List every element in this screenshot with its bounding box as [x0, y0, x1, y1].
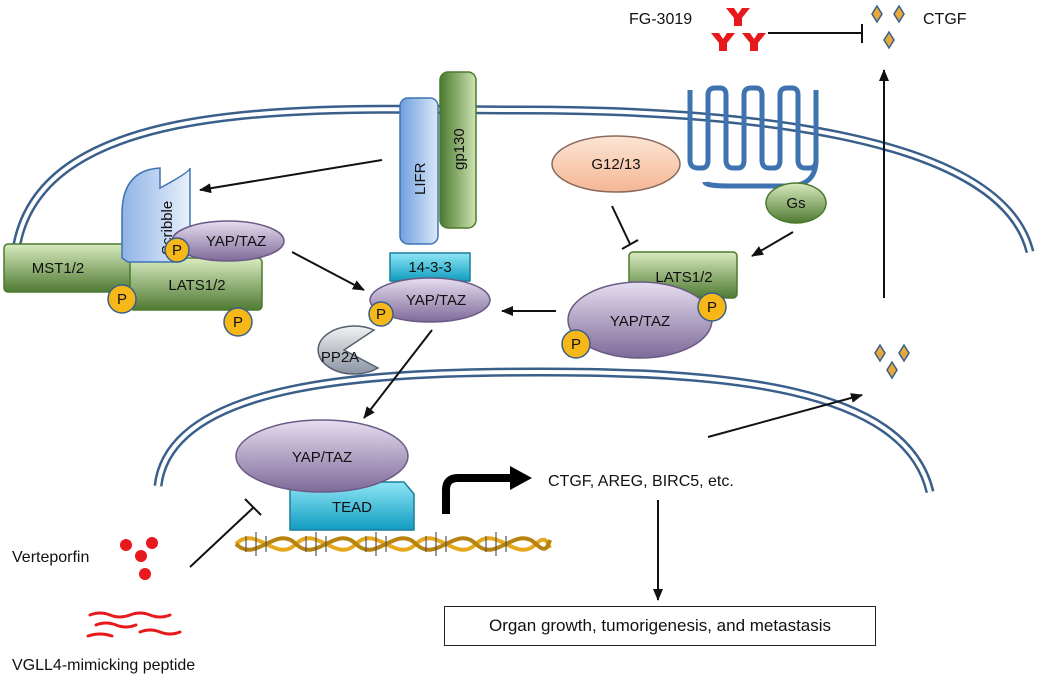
- nuclear-entry-arrow: [363, 329, 433, 419]
- fg3019-antibody-icon: [711, 8, 766, 51]
- gp130-label: gp130: [451, 128, 468, 170]
- g1213-inhibition: [611, 205, 639, 250]
- svg-text:P: P: [707, 299, 717, 316]
- yaptaz-nuclear-node: [235, 419, 409, 493]
- svg-text:P: P: [233, 314, 243, 331]
- phospho-icon: P: [107, 284, 137, 314]
- gene-to-ctgf-arrow: [707, 393, 863, 438]
- right-complex: LATS1/2 YAP/TAZ P P: [561, 251, 738, 359]
- protein1433-label: 14-3-3: [408, 259, 451, 276]
- verteporfin-label: Verteporfin: [12, 549, 89, 566]
- gs-node: [765, 182, 827, 224]
- transcription-arrow: [442, 474, 512, 514]
- yaptaz-right-label: YAP/TAZ: [610, 313, 670, 330]
- tead-label: TEAD: [332, 499, 372, 516]
- svg-text:P: P: [172, 242, 182, 259]
- phospho-icon: P: [561, 329, 591, 359]
- left-to-center-arrow: [291, 251, 365, 291]
- protein1433-node: [389, 252, 471, 282]
- yaptaz-center-node: [369, 277, 491, 323]
- phospho-icon: P: [164, 237, 190, 263]
- nuclear-membrane: [153, 367, 935, 494]
- dna-helix-icon: [234, 532, 552, 556]
- phospho-icon: P: [223, 307, 253, 337]
- gs-to-lats-arrow: [751, 231, 794, 257]
- verteporfin-inhibition: [189, 498, 262, 568]
- ctgf-diamond-icon: [871, 4, 905, 50]
- gp130-receptor: gp130: [439, 71, 477, 229]
- pp2a-label: PP2A: [321, 349, 359, 366]
- cell-membrane: [11, 104, 1035, 254]
- svg-text:P: P: [376, 306, 386, 323]
- lats-right-label: LATS1/2: [655, 269, 712, 286]
- mst12-label: MST1/2: [32, 260, 85, 277]
- pp2a-node: [317, 325, 380, 375]
- gs-label: Gs: [786, 195, 805, 212]
- left-complex: MST1/2 LATS1/2 Scribble YAP/TAZ P P P: [3, 167, 285, 337]
- svg-text:P: P: [571, 336, 581, 353]
- lats-left-label: LATS1/2: [168, 277, 225, 294]
- ctgf-cytoplasm-icon: [874, 343, 910, 380]
- outcome-label: Organ growth, tumorigenesis, and metasta…: [488, 616, 832, 635]
- lifr-to-scribble-arrow: [199, 159, 383, 194]
- center-complex: 14-3-3 YAP/TAZ P PP2A: [317, 252, 491, 375]
- vgll4-peptide-icon: [86, 611, 182, 638]
- yaptaz-nuclear-label: YAP/TAZ: [292, 449, 352, 466]
- target-genes-label: CTGF, AREG, BIRC5, etc.: [548, 473, 734, 490]
- ctgf-secreted-label: CTGF: [923, 11, 967, 28]
- svg-text:P: P: [117, 291, 127, 308]
- g1213-label: G12/13: [591, 156, 640, 173]
- yaptaz-left-label: YAP/TAZ: [206, 233, 266, 250]
- gpcr-receptor-icon: [687, 85, 819, 189]
- lifr-label: LIFR: [412, 162, 429, 195]
- yaptaz-center-label: YAP/TAZ: [406, 292, 466, 309]
- fg3019-inhibition: [768, 24, 863, 43]
- fg3019-label: FG-3019: [629, 11, 692, 28]
- phospho-icon: P: [697, 292, 727, 322]
- phospho-icon: P: [368, 301, 394, 327]
- lifr-receptor: LIFR: [399, 97, 439, 245]
- verteporfin-icon: [120, 537, 158, 580]
- vgll4-label: VGLL4-mimicking peptide: [12, 657, 195, 674]
- transcription-arrow-head: [510, 466, 532, 490]
- nuclear-complex: TEAD YAP/TAZ: [235, 419, 415, 531]
- g1213-node: [551, 135, 681, 193]
- outcome-box: Organ growth, tumorigenesis, and metasta…: [444, 606, 876, 646]
- tead-node: [289, 481, 415, 531]
